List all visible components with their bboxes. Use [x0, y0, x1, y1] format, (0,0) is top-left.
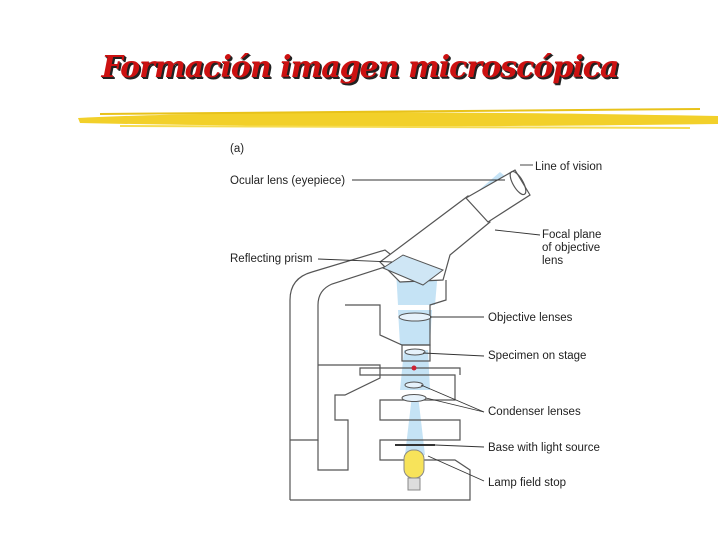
objective-lens	[398, 312, 432, 322]
label-line-of-vision: Line of vision	[535, 161, 602, 173]
label-ocular-lens: Ocular lens (eyepiece)	[230, 175, 345, 187]
label-condenser-lenses: Condenser lenses	[488, 406, 581, 418]
condenser-lens-1	[404, 381, 424, 389]
label-lamp-field-stop: Lamp field stop	[488, 477, 566, 489]
lamp	[403, 449, 425, 479]
label-specimen: Specimen on stage	[488, 350, 586, 362]
label-focal-plane-3: lens	[542, 255, 563, 267]
label-focal-plane-1: Focal plane	[542, 229, 601, 241]
panel-label: (a)	[230, 143, 244, 155]
objective-lens-2	[404, 348, 426, 356]
reflecting-prism	[381, 254, 445, 286]
specimen	[411, 365, 417, 371]
label-reflecting-prism: Reflecting prism	[230, 253, 312, 265]
label-base: Base with light source	[488, 442, 600, 454]
condenser-lens-2	[401, 394, 427, 402]
lamp-base	[407, 477, 421, 491]
label-objective-lenses: Objective lenses	[488, 312, 573, 324]
label-focal-plane-2: of objective	[542, 242, 600, 254]
page-title: Formación imagen microscópica	[101, 50, 620, 85]
